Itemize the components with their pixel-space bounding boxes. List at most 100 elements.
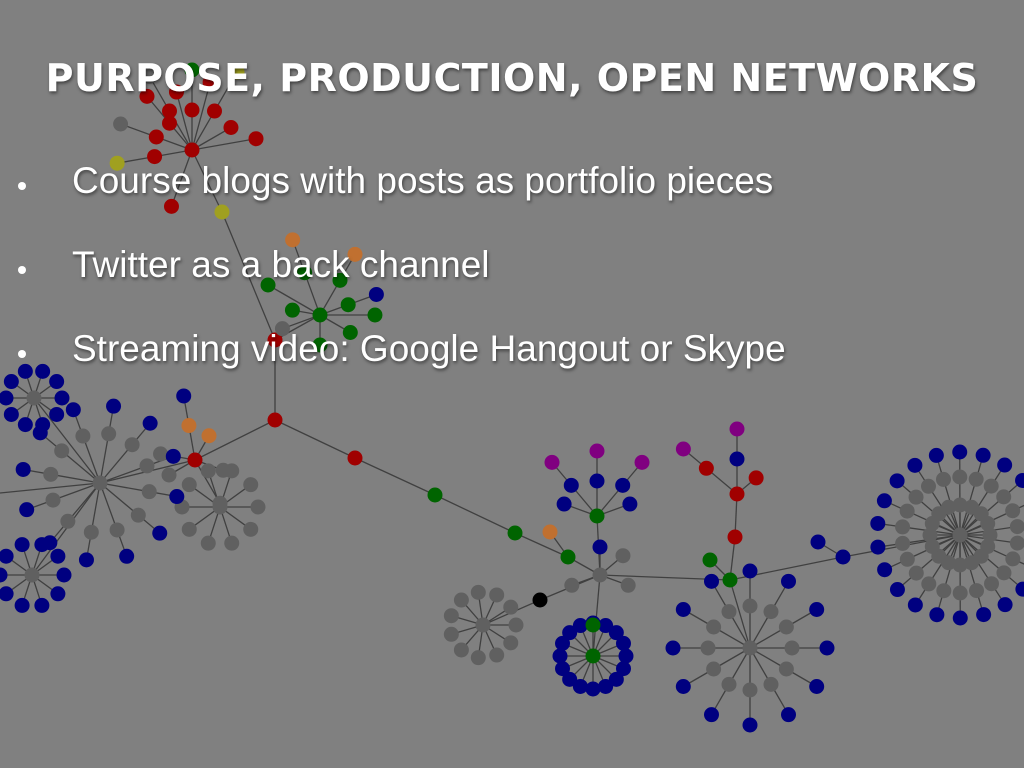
network-node — [17, 417, 33, 433]
network-node — [675, 441, 691, 457]
network-node — [489, 587, 505, 603]
network-edge — [592, 574, 601, 657]
network-node — [555, 661, 571, 677]
network-node — [675, 679, 691, 694]
network-node — [35, 417, 51, 433]
network-node — [729, 421, 745, 437]
network-node — [14, 597, 30, 613]
network-node — [895, 519, 911, 535]
network-node — [982, 527, 998, 543]
network-node — [870, 515, 886, 531]
network-node — [706, 619, 722, 635]
network-node — [1015, 472, 1024, 488]
network-node — [562, 625, 578, 641]
network-node — [312, 307, 328, 323]
network-node — [698, 460, 714, 476]
network-node — [0, 390, 14, 406]
network-node — [130, 507, 146, 523]
network-node — [1005, 503, 1021, 519]
network-node — [778, 661, 794, 677]
network-node — [340, 297, 356, 313]
network-edge — [514, 532, 569, 558]
network-node — [952, 469, 968, 485]
network-node — [214, 204, 230, 220]
network-node — [106, 398, 122, 414]
network-node — [585, 617, 601, 633]
network-node — [142, 68, 157, 84]
network-node — [969, 583, 985, 599]
network-node — [17, 363, 33, 379]
network-node — [936, 583, 952, 599]
network-node — [367, 307, 383, 323]
network-node — [702, 552, 718, 568]
network-node — [0, 548, 14, 564]
network-node — [49, 374, 65, 390]
network-node — [45, 492, 61, 508]
network-node — [996, 565, 1012, 581]
network-node — [162, 115, 178, 131]
network-node — [563, 477, 579, 493]
network-node — [552, 648, 568, 664]
network-edge — [99, 482, 150, 493]
network-edge — [90, 482, 101, 533]
network-node — [952, 444, 968, 460]
network-node — [184, 102, 200, 118]
network-node — [810, 534, 826, 550]
network-edge — [434, 494, 516, 534]
network-node — [778, 619, 794, 635]
network-node — [224, 535, 240, 551]
network-node — [1009, 535, 1024, 551]
network-node — [924, 538, 940, 554]
network-node — [784, 640, 800, 656]
network-node — [165, 448, 181, 464]
network-node — [508, 617, 524, 633]
network-node — [952, 527, 968, 543]
network-node — [141, 484, 157, 500]
bullet-icon — [18, 350, 26, 358]
network-node — [572, 618, 588, 634]
network-edge — [99, 482, 118, 531]
network-node — [109, 522, 125, 538]
network-node — [935, 471, 951, 487]
network-node — [615, 661, 631, 677]
network-node — [721, 604, 737, 620]
network-node — [572, 678, 588, 694]
network-node — [608, 625, 624, 641]
network-node — [267, 332, 283, 348]
network-node — [899, 551, 915, 567]
network-node — [598, 678, 614, 694]
network-node — [908, 565, 924, 581]
network-node — [453, 592, 469, 608]
network-node — [184, 62, 200, 78]
network-node — [592, 539, 608, 555]
network-node — [200, 463, 216, 479]
network-node — [742, 640, 758, 656]
network-node — [622, 496, 638, 512]
network-node — [952, 610, 968, 626]
network-node — [78, 552, 94, 568]
network-node — [147, 149, 163, 165]
network-edge — [221, 211, 276, 341]
network-node — [809, 602, 825, 617]
network-node — [532, 592, 548, 608]
network-node — [109, 155, 125, 171]
network-edge — [99, 482, 139, 516]
network-node — [83, 524, 99, 540]
network-node — [54, 390, 70, 406]
network-node — [941, 499, 957, 515]
network-node — [877, 562, 893, 578]
network-node — [618, 648, 634, 664]
network-node — [49, 406, 65, 422]
network-node — [443, 626, 459, 642]
network-node — [889, 582, 905, 598]
network-node — [555, 635, 571, 651]
network-node — [285, 232, 301, 248]
network-node — [50, 548, 66, 564]
network-node — [243, 521, 259, 537]
network-node — [342, 325, 358, 340]
network-node — [615, 548, 631, 564]
network-node — [899, 503, 915, 519]
network-node — [153, 446, 169, 462]
network-node — [475, 617, 491, 633]
network-node — [556, 496, 572, 512]
